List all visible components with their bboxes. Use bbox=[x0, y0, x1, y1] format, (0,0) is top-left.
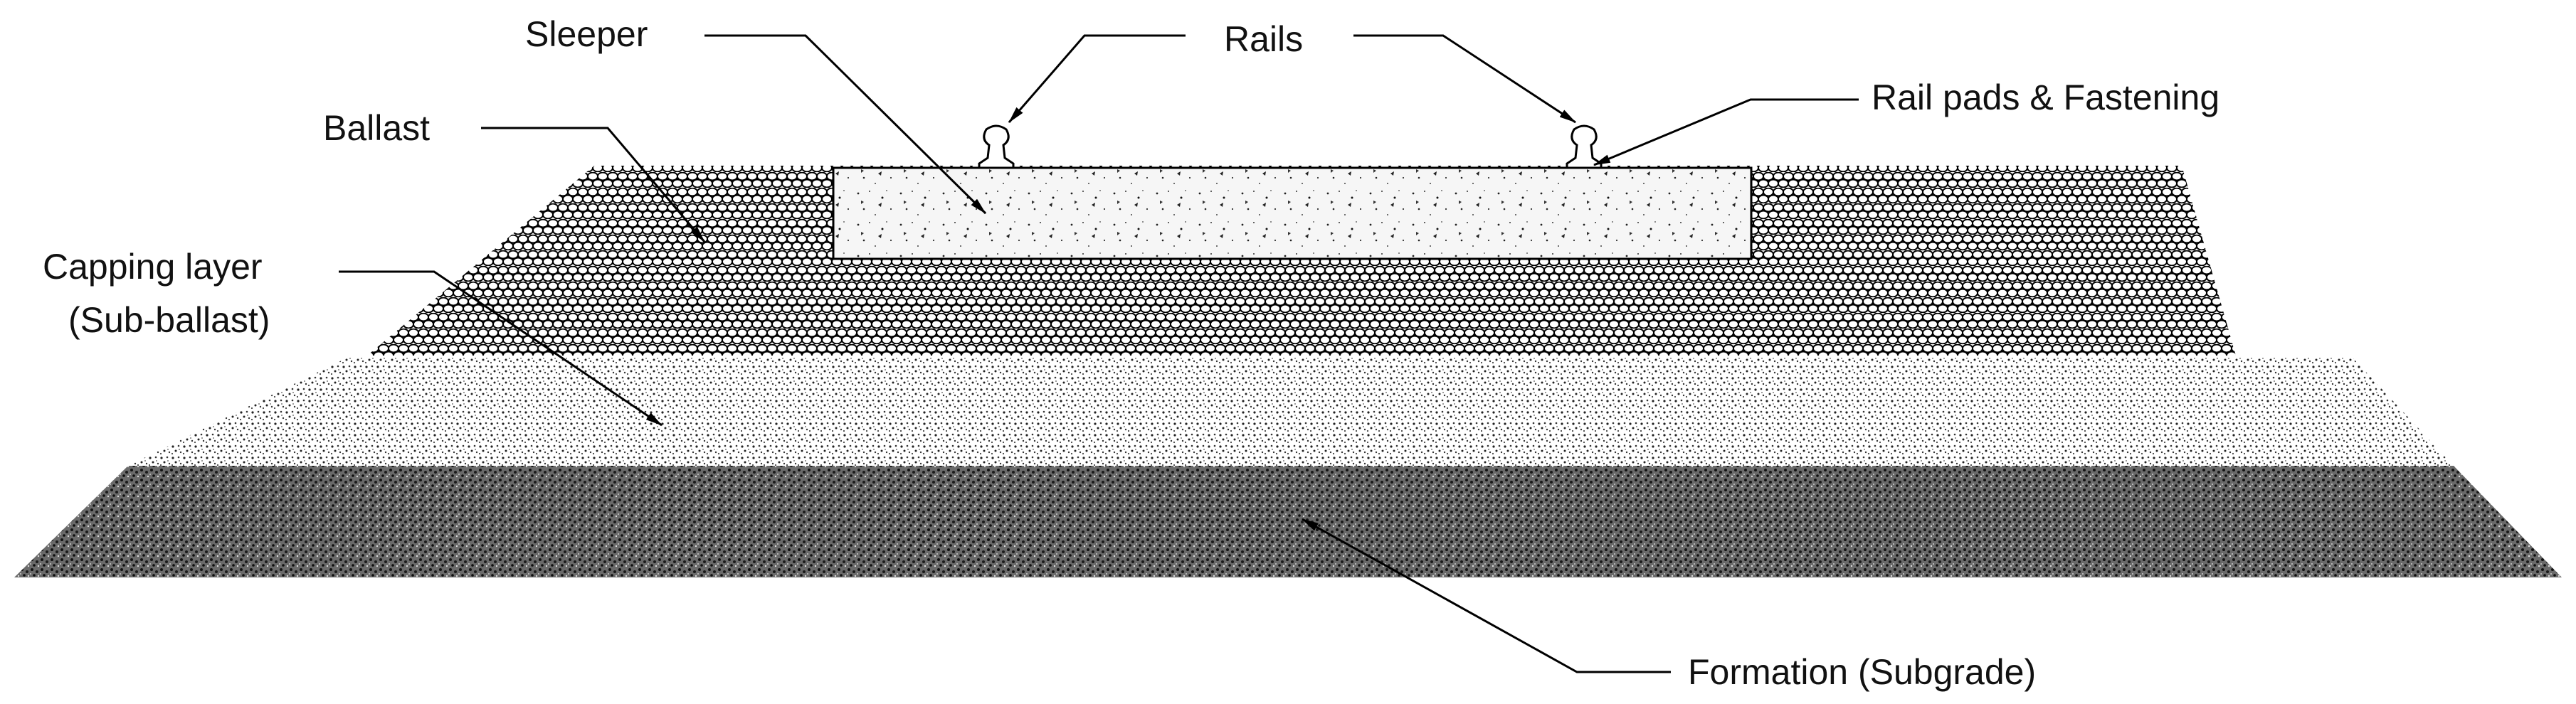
leader-rail-pads bbox=[1593, 98, 1859, 166]
label-formation: Formation (Subgrade) bbox=[1688, 652, 2036, 692]
label-sleeper: Sleeper bbox=[525, 14, 648, 54]
label-capping-line1: Capping layer bbox=[43, 247, 263, 287]
leader-capping bbox=[339, 270, 663, 427]
rail-profile-icon bbox=[978, 124, 1015, 169]
rail-right bbox=[1566, 124, 1603, 169]
sleeper bbox=[832, 166, 1753, 260]
leader-rails-left bbox=[1008, 34, 1186, 123]
label-capping-line2: (Sub-ballast) bbox=[68, 300, 270, 340]
leader-rails-right bbox=[1353, 34, 1577, 124]
label-ballast: Ballast bbox=[323, 108, 430, 148]
leader-sleeper bbox=[704, 34, 987, 215]
label-rail-pads: Rail pads & Fastening bbox=[1872, 78, 2219, 117]
leader-ballast bbox=[481, 127, 706, 242]
subgrade-layer bbox=[14, 466, 2562, 577]
leader-formation bbox=[1301, 518, 1671, 673]
rail-profile-icon bbox=[1566, 124, 1603, 169]
rail-left bbox=[978, 124, 1015, 169]
label-rails: Rails bbox=[1224, 19, 1303, 59]
capping-layer bbox=[128, 358, 2454, 466]
